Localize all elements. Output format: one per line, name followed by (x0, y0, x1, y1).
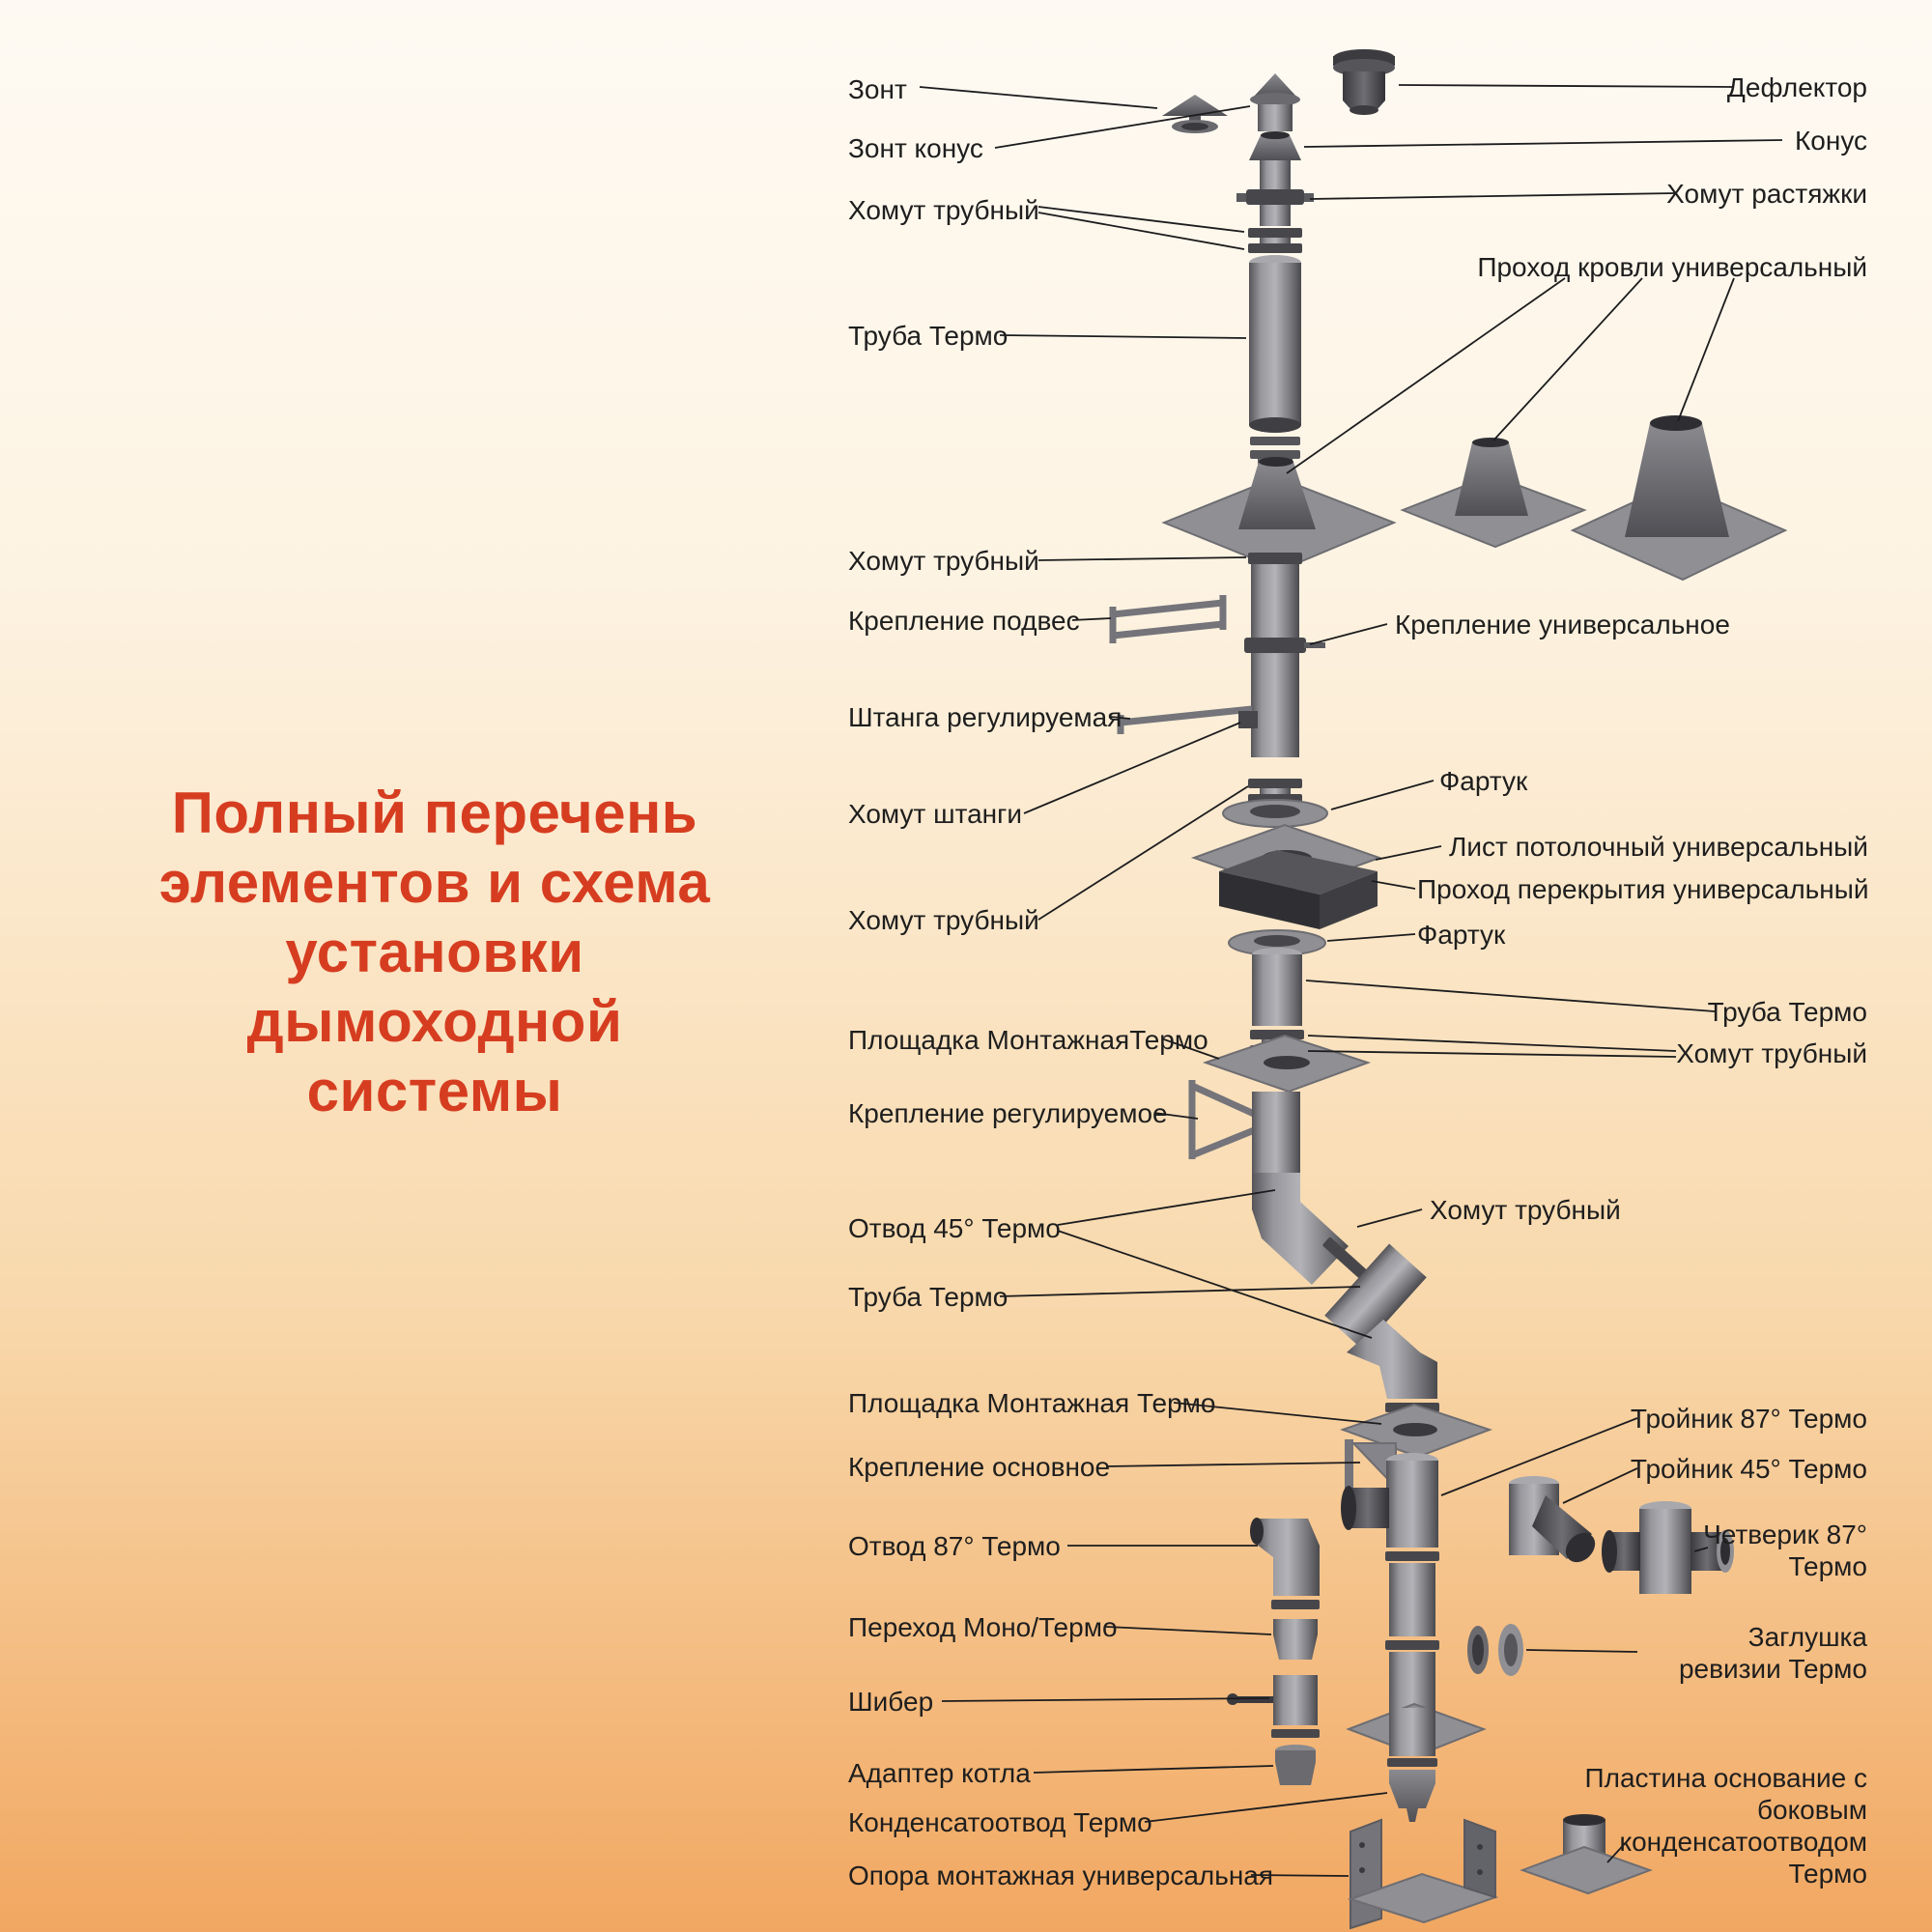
part-plastina-osnovanie-icon (1520, 1814, 1653, 1895)
part-otvod-45-1-icon (1252, 1092, 1349, 1285)
label-plastina-osnovanie: Пластина основание с боковым конденсатоо… (1584, 1763, 1867, 1889)
part-otvod-87-icon (1250, 1518, 1320, 1609)
part-kondensatootvod-icon (1389, 1770, 1435, 1822)
label-ploshchadka-1: Площадка МонтажнаяТермо (848, 1025, 1208, 1055)
label-khomut-trubny-r2: Хомут трубный (1430, 1195, 1621, 1225)
label-khomut-trubny-1: Хомут трубный (848, 195, 1039, 225)
part-ploshchadka-montazhnaya-2-icon (1340, 1403, 1492, 1459)
label-khomut-rastyazhki: Хомут растяжки (1666, 179, 1867, 209)
label-truba-termo-r: Труба Термо (1707, 997, 1867, 1027)
label-chetverik-87: Четверик 87° Термо (1703, 1520, 1867, 1581)
label-konus: Конус (1794, 126, 1867, 156)
part-prokhod-krovli-3-icon (1570, 415, 1788, 582)
part-shtanga-reguliruemaya-icon (1117, 705, 1253, 734)
label-opora-montazhnaya: Опора монтажная универсальная (848, 1861, 1274, 1890)
part-truba-termo-2-icon (1252, 948, 1302, 1026)
title-line-5: системы (306, 1059, 563, 1123)
label-kreplenie-podves: Крепление подвес (848, 606, 1080, 636)
page-title: Полный перечень элементов и схема устано… (39, 779, 831, 1126)
label-prokhod-perekrytiya: Проход перекрытия универсальный (1417, 874, 1869, 904)
label-otvod-45: Отвод 45° Термо (848, 1213, 1061, 1243)
part-troinik-87-icon (1341, 1453, 1438, 1548)
label-zont-konus: Зонт конус (848, 133, 983, 163)
label-ploshchadka-2: Площадка Монтажная Термо (848, 1388, 1216, 1418)
part-khomut-shtangi-icon (1238, 711, 1258, 728)
label-shiber: Шибер (848, 1687, 934, 1717)
label-deflektor: Дефлектор (1726, 72, 1867, 102)
label-troinik-45: Тройник 45° Термо (1630, 1454, 1867, 1484)
label-khomut-trubny-2: Хомут трубный (848, 546, 1039, 576)
part-kreplenie-universalnoe-icon (1244, 638, 1325, 757)
part-zont-icon (1162, 95, 1228, 133)
label-fartuk-1: Фартук (1439, 766, 1528, 796)
part-column-lower-icon (1346, 1551, 1487, 1767)
part-truba-termo-1-icon (1249, 255, 1301, 478)
title-line-2: элементов и схема (158, 850, 711, 915)
part-truba-termo-diag-icon (1324, 1243, 1427, 1350)
part-chetverik-87-icon (1602, 1501, 1734, 1594)
part-adapter-kotla-icon (1275, 1745, 1316, 1785)
label-truba-termo-1: Труба Термо (848, 321, 1009, 351)
label-prokhod-krovli: Проход кровли универсальный (1477, 252, 1867, 282)
label-perekhod-mono-termo: Переход Моно/Термо (848, 1612, 1118, 1642)
label-kreplenie-osnovnoe: Крепление основное (848, 1452, 1111, 1482)
label-otvod-87: Отвод 87° Термо (848, 1531, 1061, 1561)
label-truba-termo-2: Труба Термо (848, 1282, 1009, 1312)
label-kondensatootvod: Конденсатоотвод Термо (848, 1807, 1152, 1837)
part-khomut-trubny-1-icon (1248, 228, 1302, 253)
label-khomut-trubny-r1: Хомут трубный (1676, 1038, 1867, 1068)
label-khomut-shtangi: Хомут штанги (848, 799, 1022, 829)
label-kreplenie-reguliruemoe: Крепление регулируемое (848, 1098, 1168, 1128)
label-list-potolochny: Лист потолочный универсальный (1449, 832, 1868, 862)
part-zaglushka-revizii-icon (1467, 1624, 1523, 1676)
part-deflektor-icon (1333, 49, 1395, 115)
part-troinik-45-icon (1509, 1476, 1596, 1563)
label-khomut-trubny-3: Хомут трубный (848, 905, 1039, 935)
part-opora-montazhnaya-icon (1347, 1818, 1499, 1930)
part-prokhod-krovli-1-icon (1161, 457, 1397, 572)
part-prokhod-krovli-2-icon (1400, 438, 1587, 549)
part-konus-icon (1249, 131, 1301, 189)
label-zaglushka-revizii: Заглушка ревизии Термо (1678, 1622, 1867, 1684)
title-line-3: установки (285, 920, 584, 984)
part-kreplenie-podves-icon (1109, 595, 1227, 643)
label-shtanga-reguliruemaya: Штанга регулируемая (848, 702, 1122, 732)
part-khomut-trubny-diag-icon (1322, 1236, 1367, 1279)
part-ploshchadka-montazhnaya-1-icon (1202, 1034, 1372, 1094)
part-khomut-rastyazhki-icon (1236, 189, 1314, 226)
leader-lines (919, 84, 1783, 1877)
label-kreplenie-universalnoe: Крепление универсальное (1395, 610, 1730, 639)
title-line-1: Полный перечень (171, 781, 698, 845)
part-zont-konus-icon (1250, 73, 1300, 131)
title-line-4: дымоходной (246, 989, 623, 1054)
part-prokhod-perekrytiya-icon (1219, 850, 1378, 929)
label-troinik-87: Тройник 87° Термо (1630, 1404, 1867, 1434)
part-fartuk-1-icon (1222, 799, 1328, 828)
part-perekhod-mono-termo-icon (1273, 1619, 1318, 1660)
part-shiber-icon (1227, 1675, 1320, 1738)
label-adapter-kotla: Адаптер котла (848, 1758, 1031, 1788)
label-fartuk-2: Фартук (1417, 920, 1506, 950)
label-zont: Зонт (848, 74, 907, 104)
